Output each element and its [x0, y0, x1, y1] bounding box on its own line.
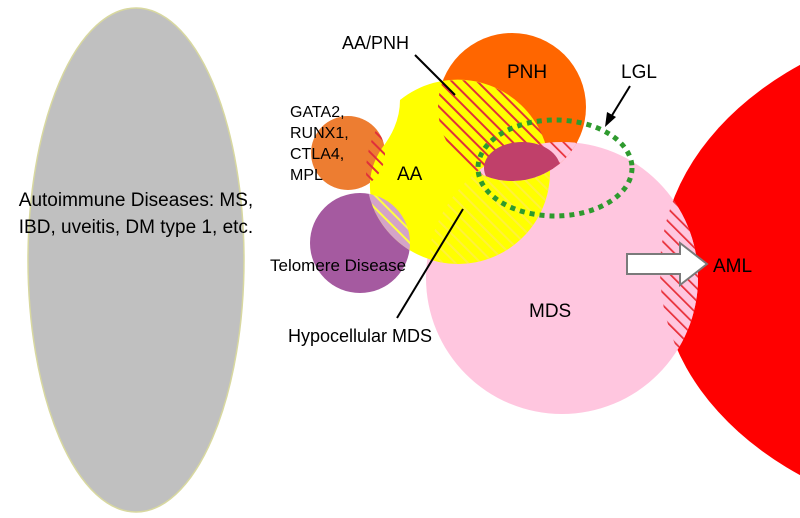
- telomere-label: Telomere Disease: [270, 256, 406, 275]
- autoimmune-ellipse: [27, 7, 245, 513]
- autoimmune-label-line1: Autoimmune Diseases: MS,: [19, 190, 253, 211]
- mds-label: MDS: [529, 301, 571, 322]
- lgl-pointer-arrowhead: [605, 112, 616, 127]
- hypocellular-mds-label: Hypocellular MDS: [288, 326, 432, 346]
- aml-shape: [660, 64, 800, 476]
- aa-pnh-label: AA/PNH: [342, 33, 409, 53]
- pnh-label: PNH: [507, 62, 547, 83]
- autoimmune-label-line2: IBD, uveitis, DM type 1, etc.: [19, 217, 253, 238]
- hypocellular-mds-pointer: [396, 208, 464, 319]
- lgl-label: LGL: [621, 62, 657, 83]
- gata2-label-line4: MPL: [290, 167, 323, 184]
- pnh-lgl-overlap: [484, 142, 560, 181]
- lgl-ellipse: [475, 117, 635, 219]
- aml-label: AML: [713, 256, 752, 277]
- lgl-pointer-line: [610, 85, 631, 118]
- gata2-label-line1: GATA2,: [290, 104, 345, 121]
- aa-pnh-pointer: [414, 54, 456, 96]
- aa-label: AA: [397, 164, 423, 185]
- progression-arrow: [626, 240, 709, 288]
- gata2-label-line2: RUNX1,: [290, 125, 349, 142]
- gata2-label-line3: CTLA4,: [290, 146, 344, 163]
